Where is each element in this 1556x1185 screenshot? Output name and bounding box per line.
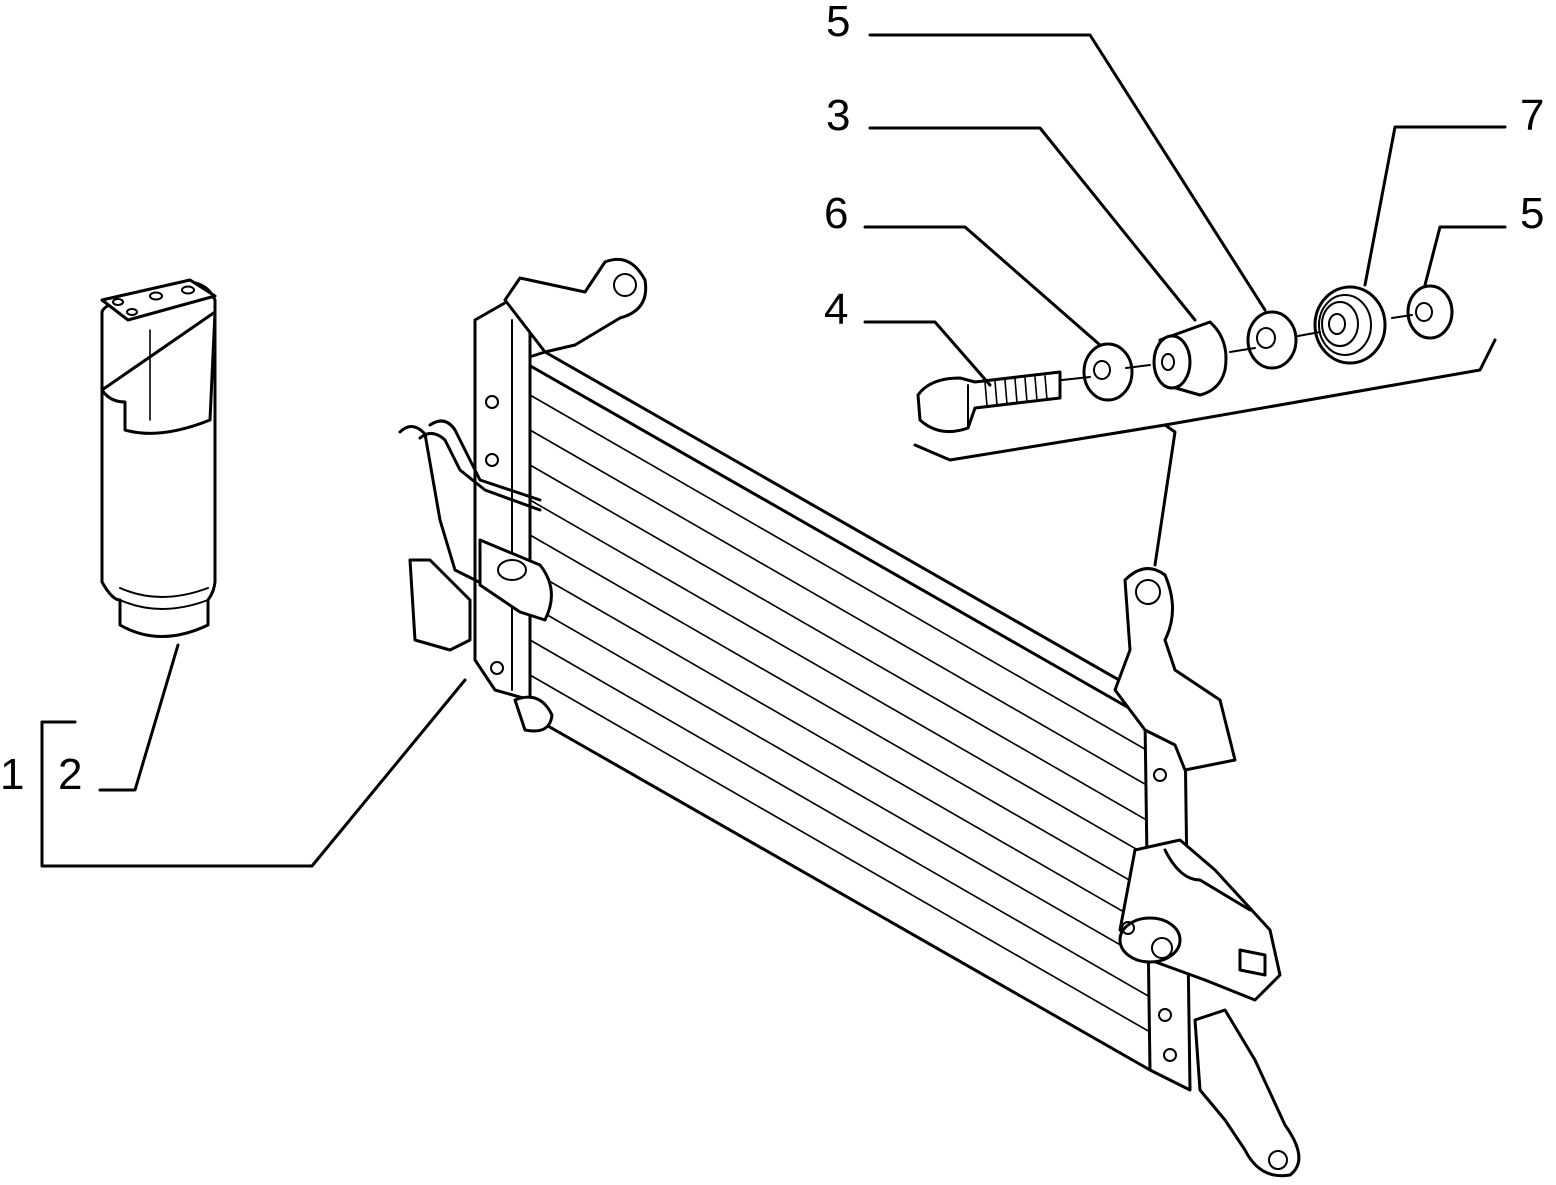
callout-5-top: 5	[826, 0, 850, 46]
bushing-3	[1152, 320, 1228, 397]
assembly-axis	[1061, 314, 1413, 381]
callout-1: 1	[0, 750, 24, 799]
washer-5-right	[1406, 284, 1454, 340]
bolt-thread	[984, 375, 1048, 407]
callout-2: 2	[58, 750, 82, 799]
washer-6	[1082, 342, 1134, 402]
bolt	[916, 370, 1062, 434]
callout-labels: 5 3 6 4 7 5 1 2	[0, 0, 1544, 799]
callout-4: 4	[824, 285, 848, 334]
condenser	[398, 257, 1301, 1178]
callout-6: 6	[824, 189, 848, 238]
stack-to-condenser-leader	[1153, 423, 1177, 567]
callout-5-right: 5	[1520, 189, 1544, 238]
condenser-fins	[529, 394, 1151, 1033]
callout-7: 7	[1520, 91, 1544, 140]
receiver-drier	[100, 278, 217, 638]
grommet-7	[1313, 285, 1387, 365]
callout-3: 3	[826, 91, 850, 140]
leader-lines	[40, 33, 1507, 868]
washer-5-top	[1246, 310, 1298, 370]
